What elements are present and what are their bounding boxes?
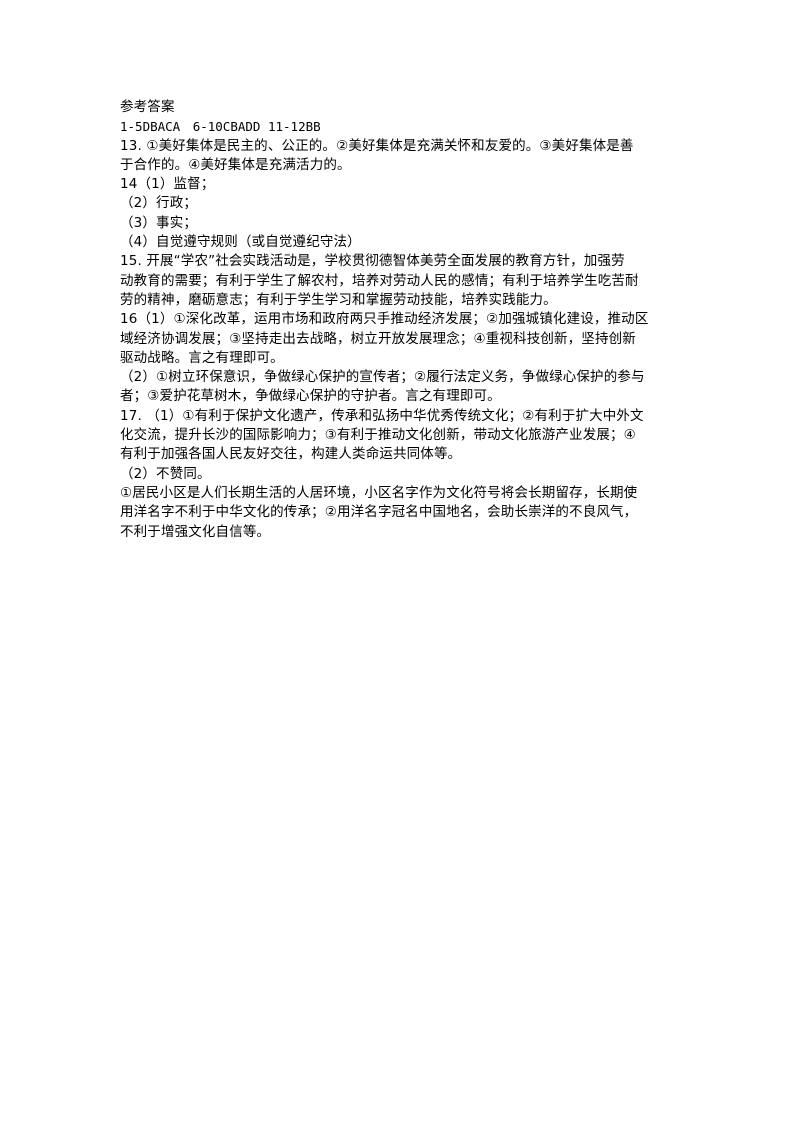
choice-answers-line: 1-5DBACA 6-10CBADD 11-12BB bbox=[120, 119, 321, 135]
answer-15-line-2: 动教育的需要；有利于学生了解农村，培养对劳动人民的感情；有利于培养学生吃苦耐 bbox=[120, 272, 639, 289]
answer-15-line-3: 劳的精神，磨砺意志；有利于学生学习和掌握劳动技能，培养实践能力。 bbox=[120, 291, 557, 308]
answer-14-part-4: （4）自觉遵守规则（或自觉遵纪守法） bbox=[120, 234, 361, 251]
answer-key-content: 参考答案 1-5DBACA 6-10CBADD 11-12BB 13. ①美好集… bbox=[120, 98, 690, 542]
answer-16-1-line-1: 16（1）①深化改革，运用市场和政府两只手推动经济发展；②加强城镇化建设，推动区 bbox=[120, 311, 649, 328]
answer-16-2-line-2: 者；③爱护花草树木，争做绿心保护的守护者。言之有理即可。 bbox=[120, 388, 501, 405]
answer-13-line-2: 于合作的。④美好集体是充满活力的。 bbox=[120, 156, 351, 173]
answer-17-1-line-3: 有利于加强各国人民友好交往，构建人类命运共同体等。 bbox=[120, 446, 462, 463]
answer-16-2-line-1: （2）①树立环保意识，争做绿心保护的宣传者；②履行法定义务，争做绿心保护的参与 bbox=[120, 369, 645, 386]
answer-14-part-3: （3）事实； bbox=[120, 214, 197, 231]
answer-17-2-line-4: 不利于增强文化自信等。 bbox=[120, 523, 271, 540]
answer-17-1-line-2: 化交流，提升长沙的国际影响力；③有利于推动文化创新，带动文化旅游产业发展；④ bbox=[120, 427, 636, 444]
answer-15-line-1: 15. 开展“学农”社会实践活动是，学校贯彻德智体美劳全面发展的教育方针，加强劳 bbox=[120, 253, 625, 270]
answer-17-1-line-1: 17. （1）①有利于保护文化遗产，传承和弘扬中华优秀传统文化；②有利于扩大中外… bbox=[120, 407, 644, 424]
answer-16-1-line-3: 驱动战略。言之有理即可。 bbox=[120, 349, 284, 366]
answer-13-line-1: 13. ①美好集体是民主的、公正的。②美好集体是充满关怀和友爱的。③美好集体是善 bbox=[120, 137, 634, 154]
answer-key-heading: 参考答案 bbox=[120, 99, 175, 115]
answer-17-2-line-1: （2）不赞同。 bbox=[120, 465, 211, 482]
answer-14-part-2: （2）行政； bbox=[120, 195, 197, 212]
answer-14-part-1: 14（1）监督； bbox=[120, 176, 215, 193]
answer-17-2-line-2: ①居民小区是人们长期生活的人居环境，小区名字作为文化符号将会长期留存，长期使 bbox=[120, 484, 638, 501]
answer-17-2-line-3: 用洋名字不利于中华文化的传承；②用洋名字冠名中国地名，会助长崇洋的不良风气， bbox=[120, 504, 638, 521]
answer-16-1-line-2: 域经济协调发展；③坚持走出去战略，树立开放发展理念；④重视科技创新，坚持创新 bbox=[120, 330, 636, 347]
